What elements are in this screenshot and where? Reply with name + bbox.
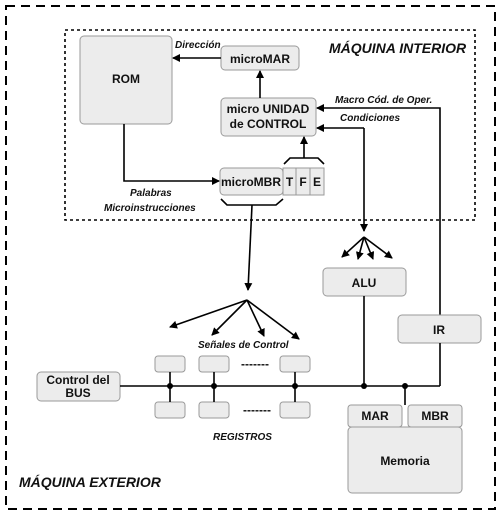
register-top-3 xyxy=(279,355,311,373)
inner-machine-frame xyxy=(64,29,476,221)
memory-box xyxy=(347,426,463,494)
direccion-label: Dirección xyxy=(175,40,221,51)
alu-label: ALU xyxy=(352,276,377,290)
bus-control-line1: Control del xyxy=(46,373,109,387)
micro-mbr-bottom-bracket xyxy=(220,198,284,206)
signal-arrow-3 xyxy=(246,299,265,337)
inner-machine-label: MÁQUINA INTERIOR xyxy=(329,40,467,56)
bus-node xyxy=(167,383,173,389)
outer-machine-label: MÁQUINA EXTERIOR xyxy=(19,474,162,490)
arrow-rom-to-micrombr xyxy=(123,124,220,185)
field-e-box xyxy=(309,167,325,196)
register-top-2 xyxy=(198,355,230,373)
condiciones-label: Condiciones xyxy=(340,113,400,124)
micro-mar-label: microMAR xyxy=(230,52,290,66)
alu-arrow-4 xyxy=(363,236,393,259)
alu-arrow-3 xyxy=(363,236,375,260)
microinstrucciones-label: Microinstrucciones xyxy=(104,203,196,214)
tfe-top-bracket xyxy=(283,157,325,165)
micro-control-unit-line2: de CONTROL xyxy=(230,117,307,131)
register-bottom-2 xyxy=(198,401,230,419)
macro-cod-label: Macro Cód. de Oper. xyxy=(335,95,432,106)
memory-label: Memoria xyxy=(380,454,430,468)
register-top-1 xyxy=(154,355,186,373)
bus-control-line2: BUS xyxy=(65,386,90,400)
field-f-label: F xyxy=(299,175,306,189)
palabras-label: Palabras xyxy=(130,188,172,199)
micro-control-unit-box xyxy=(220,97,317,137)
bus-node xyxy=(292,383,298,389)
signal-arrow-4 xyxy=(246,299,300,340)
bus-node xyxy=(402,383,408,389)
arrow-micrombr-to-signals xyxy=(244,204,253,291)
register-bottom-1 xyxy=(154,401,186,419)
micro-control-unit-line1: micro UNIDAD xyxy=(227,102,310,116)
bus-node xyxy=(361,383,367,389)
mar-label: MAR xyxy=(361,409,389,423)
mbr-label: MBR xyxy=(421,409,449,423)
dashes-bottom: ------- xyxy=(243,403,271,417)
dashes-top: ------- xyxy=(241,357,269,371)
arrow-ir-to-uc xyxy=(316,104,441,315)
bus-node xyxy=(211,383,217,389)
signal-arrow-2 xyxy=(211,299,248,336)
signal-arrow-1 xyxy=(169,299,248,329)
alu-arrow-1 xyxy=(341,236,365,258)
field-e-label: E xyxy=(313,175,321,189)
registros-label: REGISTROS xyxy=(213,432,272,443)
ir-label: IR xyxy=(433,323,445,337)
register-bottom-3 xyxy=(279,401,311,419)
field-t-label: T xyxy=(286,175,294,189)
outer-machine-frame xyxy=(5,5,496,510)
rom-box xyxy=(79,35,173,125)
rom-label: ROM xyxy=(112,72,140,86)
alu-arrow-2 xyxy=(355,236,365,260)
senales-label: Señales de Control xyxy=(198,340,289,351)
micro-mbr-label: microMBR xyxy=(221,175,281,189)
